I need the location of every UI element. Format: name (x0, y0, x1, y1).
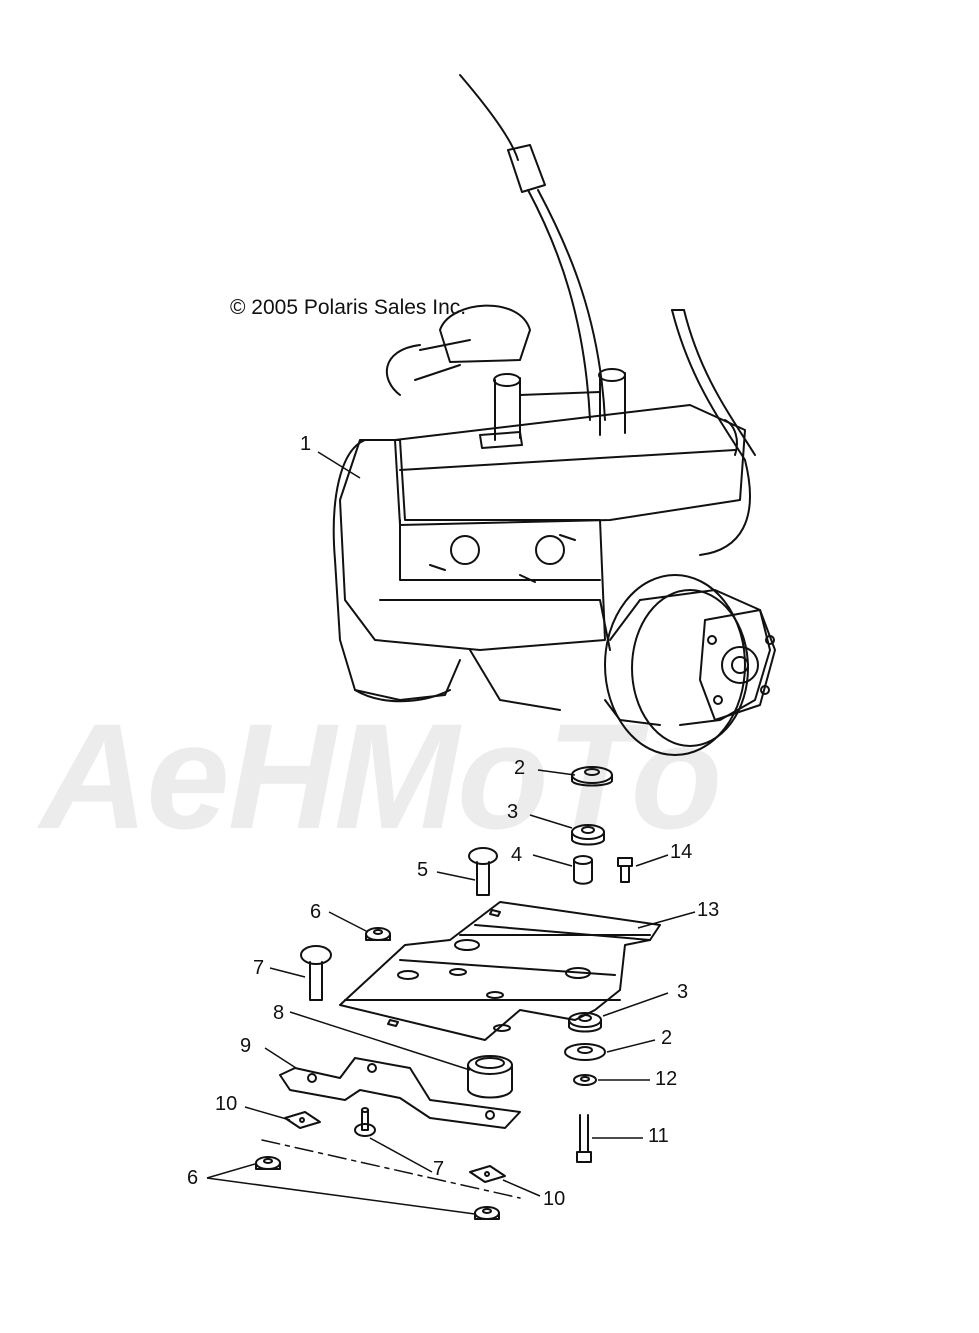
callout-5: 5 (417, 859, 429, 881)
callout-1: 1 (300, 433, 312, 455)
carriage-bolt-5 (468, 847, 498, 896)
washer-12 (573, 1074, 597, 1086)
callout-6-lower: 6 (187, 1167, 199, 1189)
callout-4: 4 (511, 844, 523, 866)
copyright-notice: © 2005 Polaris Sales Inc. (230, 296, 467, 319)
callout-13: 13 (697, 899, 720, 921)
engine-mount-plate-13 (339, 901, 661, 1041)
plate-10-upper (284, 1111, 321, 1129)
callout-7-lower: 7 (433, 1158, 445, 1180)
callout-12: 12 (655, 1068, 678, 1090)
callout-3-upper: 3 (507, 801, 519, 823)
plate-10-lower (469, 1165, 506, 1183)
centerline (261, 1139, 521, 1199)
callout-14: 14 (670, 841, 693, 863)
callout-7-upper: 7 (253, 957, 265, 979)
callout-2-lower: 2 (661, 1027, 673, 1049)
callout-6-upper: 6 (310, 901, 322, 923)
callout-11: 11 (648, 1125, 669, 1147)
leader-lines (206, 451, 696, 1215)
carriage-bolt-7-upper (300, 945, 332, 1001)
throttle-cable (459, 74, 606, 421)
bushing-3-lower (568, 1012, 602, 1033)
bushing-3-upper (571, 824, 605, 846)
grommet-2-upper (571, 766, 613, 787)
nut-6-lower-right (474, 1206, 500, 1220)
callout-9: 9 (240, 1035, 252, 1057)
engine-assembly (332, 304, 776, 756)
oil-line (671, 309, 756, 556)
callout-10-upper: 10 (215, 1093, 238, 1115)
callout-10-lower: 10 (543, 1188, 566, 1210)
nut-6-lower-left (255, 1156, 281, 1170)
bolt-14 (617, 857, 633, 883)
grommet-2-lower (564, 1043, 606, 1061)
carriage-bolt-7-lower (354, 1107, 376, 1137)
callout-8: 8 (273, 1002, 285, 1024)
bushing-8 (467, 1055, 513, 1099)
bolt-11 (576, 1114, 592, 1163)
callout-2-upper: 2 (514, 757, 526, 779)
nut-6-upper (365, 927, 391, 941)
spacer-4 (573, 855, 593, 885)
bracket-9 (279, 1057, 521, 1129)
callout-3-lower: 3 (677, 981, 689, 1003)
